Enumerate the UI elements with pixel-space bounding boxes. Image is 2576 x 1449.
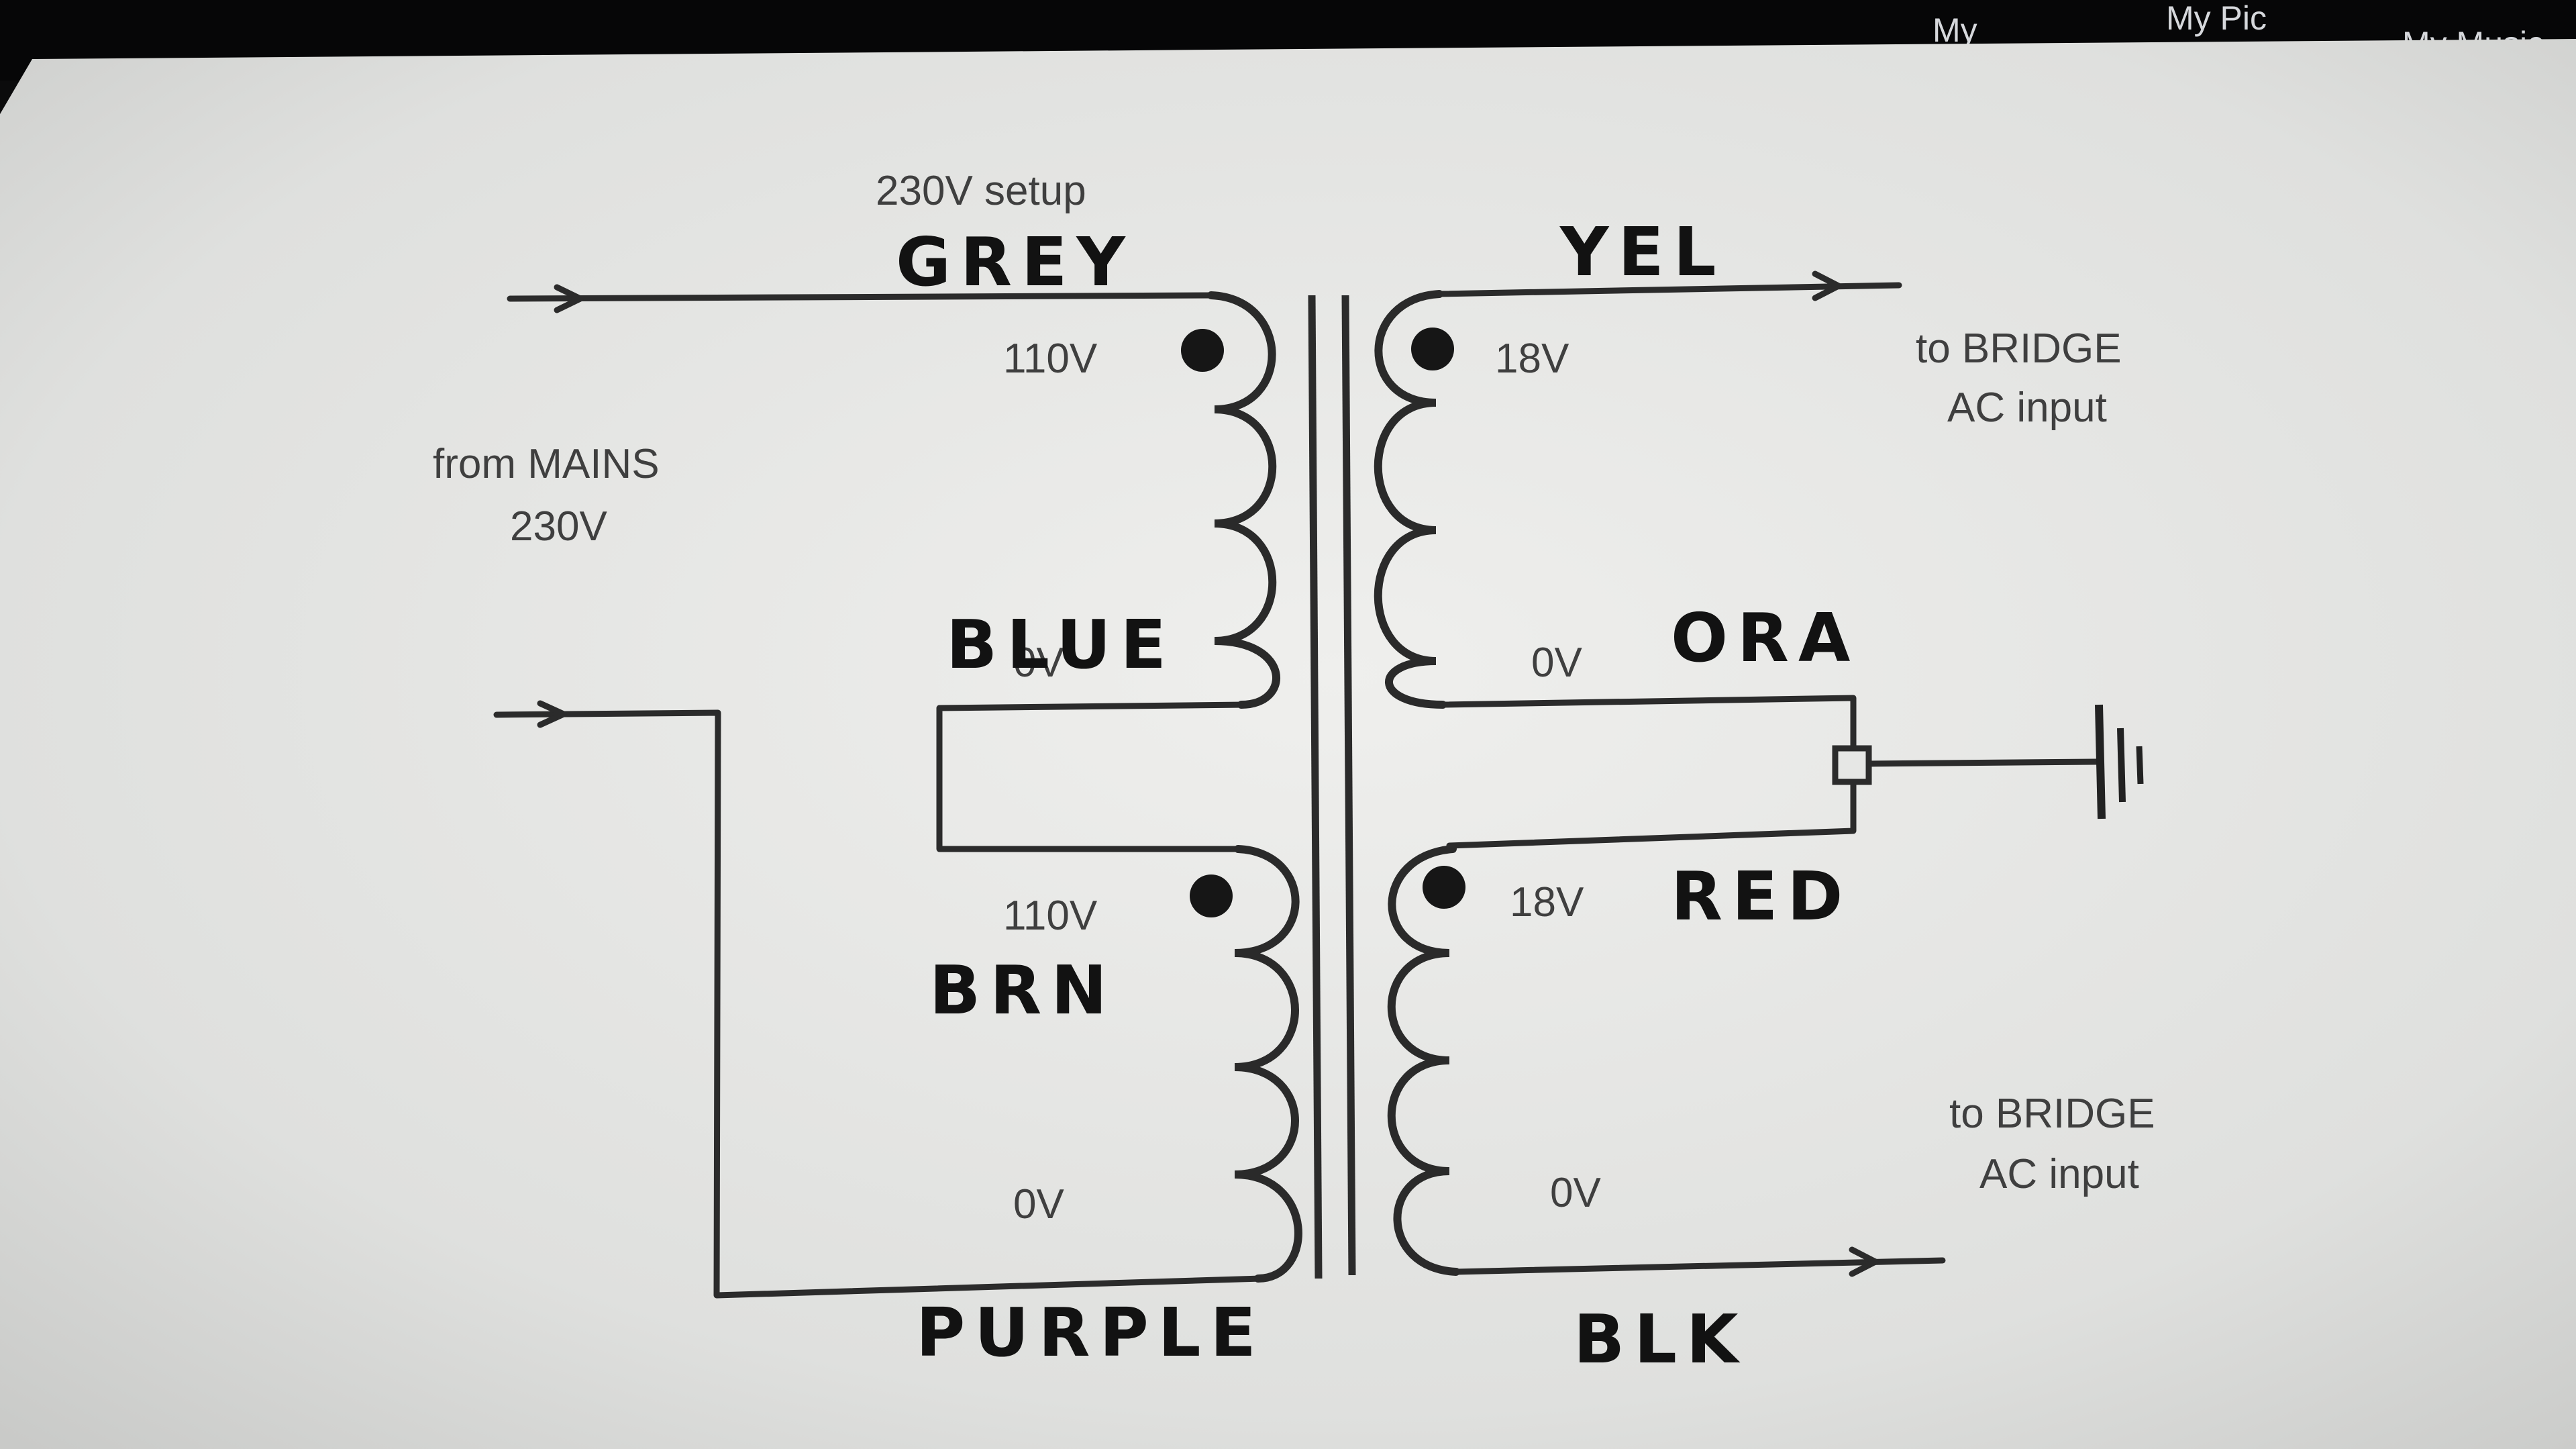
secondary-upper-dot [1411, 328, 1454, 370]
secondary-bottom-wire [1453, 1257, 1946, 1275]
ground-icon [2117, 728, 2126, 803]
transformer-core-right [1341, 295, 1356, 1276]
primary-top-tap-label: 110V [1003, 336, 1098, 382]
secondary-upper-winding [1374, 290, 1447, 709]
setup-title: 230V setup [876, 168, 1086, 214]
handwritten-purple: PURPLE [916, 1293, 1266, 1372]
handwritten-brn: BRN [929, 951, 1117, 1030]
desktop-item-label[interactable]: My [1933, 11, 1977, 49]
primary-bottom-tap-label: 110V [1003, 893, 1098, 939]
handwritten-yel: YEL [1559, 213, 1725, 291]
secondary-lower-winding [1387, 845, 1460, 1276]
secondary-lower-dot [1423, 866, 1465, 909]
handwritten-ora: ORA [1671, 599, 1859, 677]
ground-wire [1868, 758, 2098, 767]
handwritten-blue: BLUE [946, 605, 1176, 684]
secondary-top-zero-label: 0V [1531, 640, 1582, 686]
desktop-item-label[interactable]: My Pic [2166, 0, 2267, 37]
secondary-top-wire [1436, 282, 1902, 297]
mains-label-line1: from MAINS [433, 441, 660, 487]
arrow-right-icon [1849, 1246, 1879, 1277]
handwritten-blk: BLK [1574, 1300, 1747, 1379]
secondary-top-tap-label: 18V [1495, 336, 1569, 382]
arrow-right-icon [554, 284, 584, 313]
bridge-label-top-line2: AC input [1947, 385, 2107, 431]
mains-label-line2: 230V [510, 503, 607, 550]
primary-lower-winding [1234, 845, 1302, 1283]
mains-neutral-wire [493, 709, 1265, 1299]
junction-node [1832, 745, 1872, 785]
ground-icon [2136, 746, 2144, 785]
primary-link-wire [936, 701, 1248, 852]
primary-bottom-zero-label: 0V [1013, 1181, 1064, 1228]
arrow-right-icon [537, 700, 567, 728]
secondary-bottom-tap-label: 18V [1510, 879, 1584, 926]
bridge-label-top-line1: to BRIDGE [1916, 326, 2122, 372]
primary-lower-dot [1190, 875, 1233, 917]
bridge-label-bottom-line2: AC input [1979, 1151, 2139, 1197]
centre-tap-wire [1439, 695, 1857, 849]
ground-icon [2095, 704, 2106, 819]
primary-top-zero-label: 0V [1013, 640, 1064, 686]
handwritten-red: RED [1671, 857, 1852, 936]
transformer-core-left [1308, 295, 1323, 1279]
secondary-bottom-zero-label: 0V [1550, 1170, 1601, 1216]
mains-live-wire [507, 292, 1218, 302]
primary-upper-dot [1181, 329, 1224, 372]
primary-upper-winding [1207, 291, 1280, 709]
handwritten-grey: GREY [896, 223, 1135, 301]
bridge-label-bottom-line1: to BRIDGE [1949, 1091, 2155, 1137]
arrow-right-icon [1812, 270, 1842, 301]
